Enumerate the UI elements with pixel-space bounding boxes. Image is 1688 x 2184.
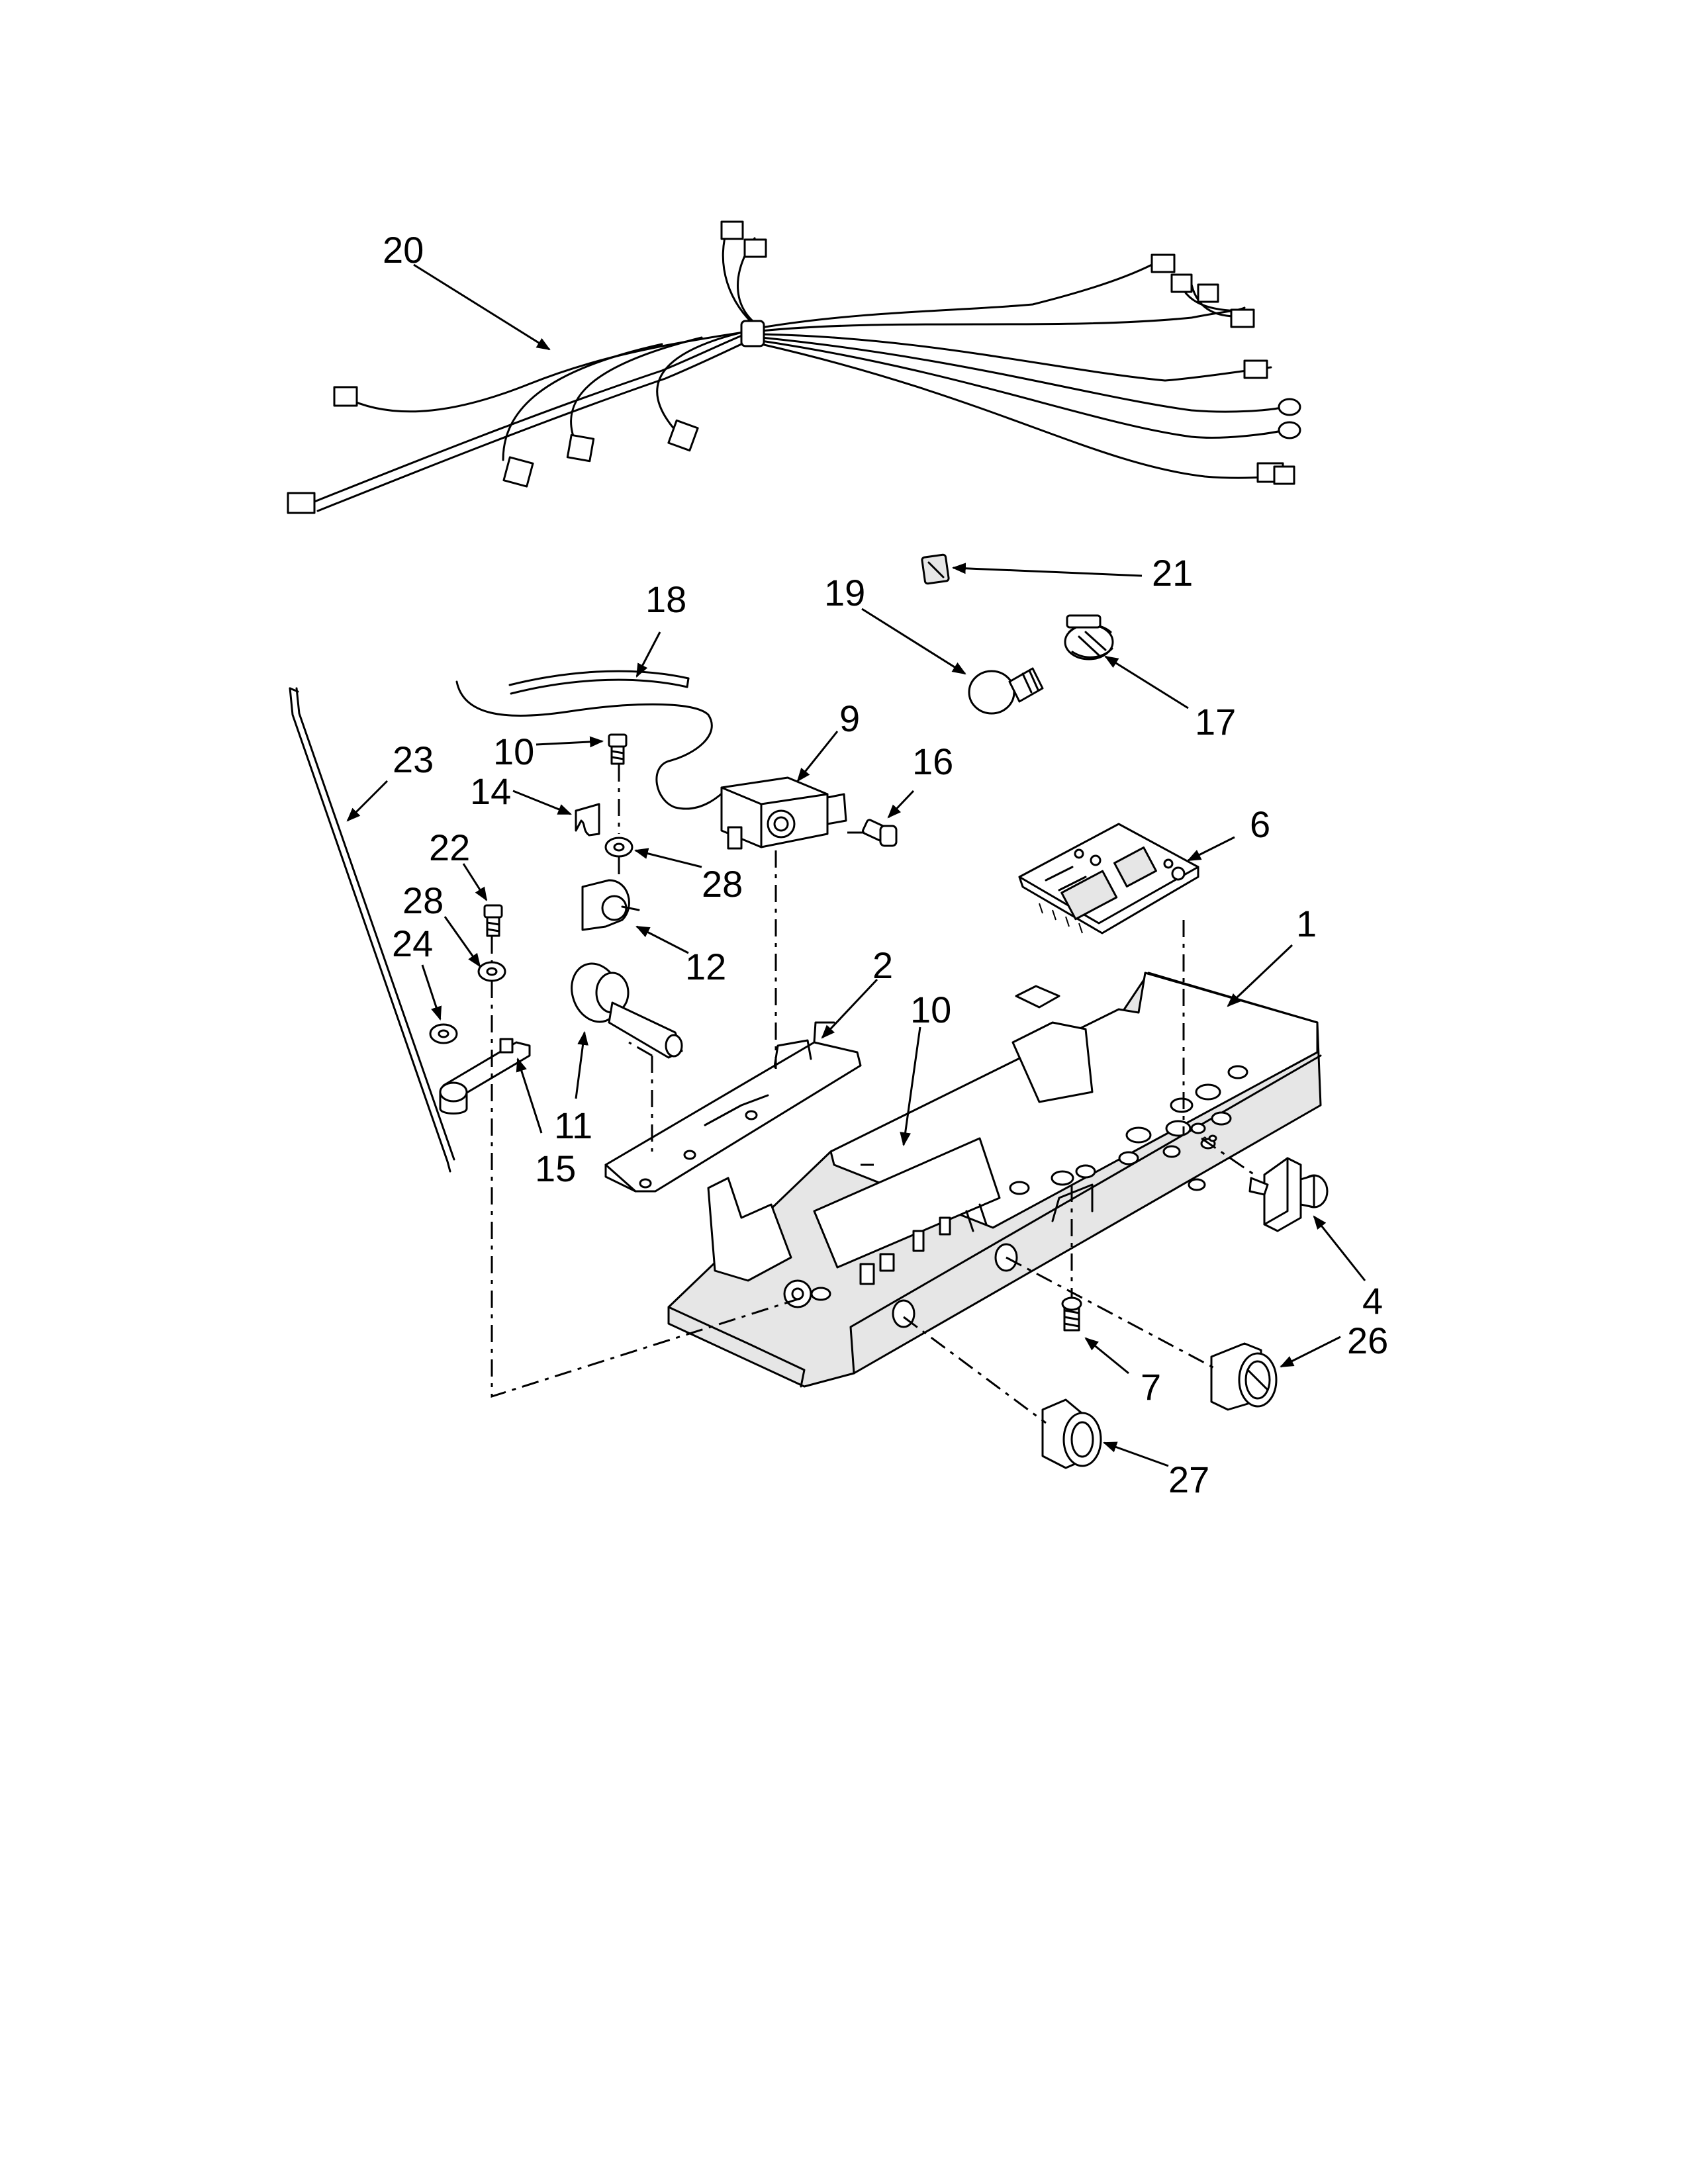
callout-28-upper: 28 (702, 863, 743, 905)
lamp-clip-part-21 (921, 553, 950, 585)
control-housing-part-1 (667, 972, 1322, 1388)
callout-12: 12 (685, 946, 726, 987)
callout-10-lower: 10 (910, 989, 951, 1030)
lever-part-15 (439, 1038, 531, 1115)
callout-28-lower: 28 (402, 880, 444, 921)
clip-part-14 (575, 803, 600, 837)
callout-24: 24 (392, 923, 433, 964)
leader-arrows (346, 263, 1366, 1467)
callout-27: 27 (1168, 1459, 1209, 1500)
callout-2: 2 (872, 944, 893, 986)
bracket-part-12 (581, 879, 640, 931)
switch-part-4 (1248, 1157, 1329, 1232)
knob-shaft-part-11 (571, 962, 683, 1059)
callout-15: 15 (535, 1148, 576, 1189)
alignment-lines (491, 764, 1255, 1424)
callout-23: 23 (393, 739, 434, 780)
washer-part-28-upper (604, 837, 633, 858)
callout-6: 6 (1250, 803, 1270, 845)
rod-part-23 (289, 687, 455, 1173)
light-bulb-part-19 (968, 667, 1044, 715)
callout-19: 19 (824, 572, 865, 614)
callout-22: 22 (429, 827, 470, 868)
wire-harness-part-20 (287, 220, 1301, 514)
button-part-27 (1041, 1398, 1102, 1469)
callout-18: 18 (645, 578, 686, 620)
lamp-socket-part-17 (1064, 614, 1114, 660)
callout-7: 7 (1141, 1366, 1161, 1408)
callout-10-upper: 10 (493, 731, 534, 772)
callout-9: 9 (839, 698, 860, 739)
callout-26: 26 (1347, 1320, 1388, 1361)
mounting-bracket-part-2 (604, 1021, 862, 1193)
callout-14: 14 (470, 770, 511, 812)
thermostat-part-9 (720, 776, 847, 850)
callout-11: 11 (554, 1105, 592, 1146)
button-part-26 (1210, 1342, 1278, 1411)
callout-17: 17 (1195, 701, 1236, 743)
callout-4: 4 (1362, 1280, 1383, 1322)
capillary-tube-part-18 (455, 670, 746, 810)
screw-part-16 (862, 819, 898, 847)
callout-16: 16 (912, 741, 953, 782)
screw-part-22 (483, 904, 503, 937)
screw-part-7 (1061, 1297, 1082, 1332)
washer-part-24 (429, 1023, 458, 1044)
washer-part-28-lower (477, 961, 506, 982)
callout-20: 20 (383, 229, 424, 271)
control-board-part-6 (1018, 823, 1199, 934)
screw-part-10-upper (608, 733, 628, 765)
callout-21: 21 (1152, 552, 1193, 594)
callout-labels: 20 21 19 18 17 9 16 23 10 14 28 22 28 6 … (383, 229, 1388, 1500)
callout-1: 1 (1296, 903, 1317, 944)
